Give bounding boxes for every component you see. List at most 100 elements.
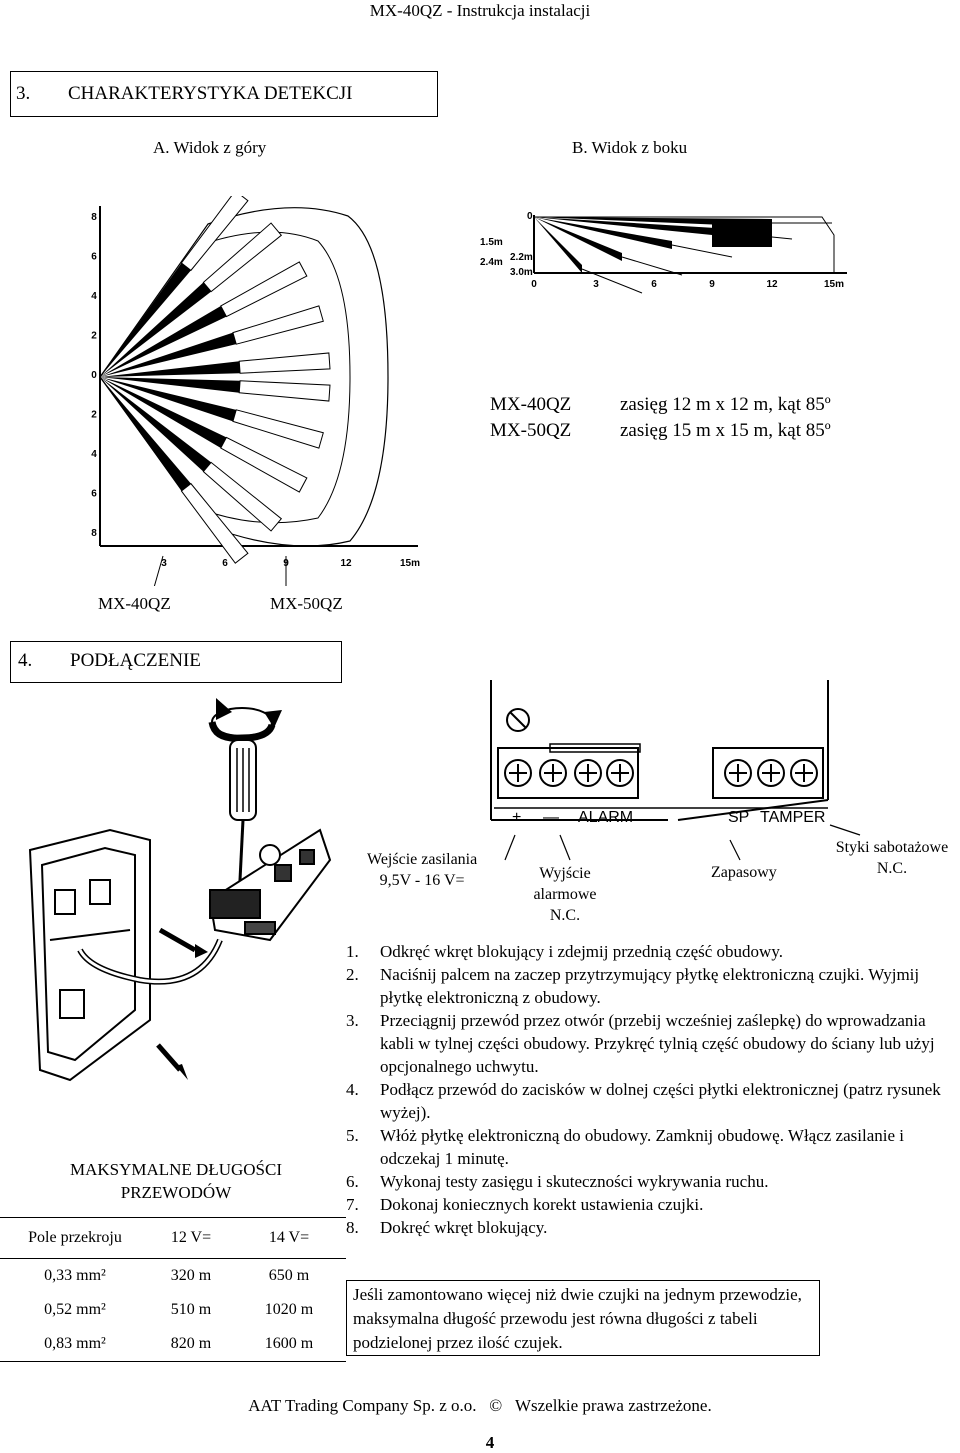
copyright-icon: © <box>489 1396 503 1415</box>
table-cell: 1020 m <box>264 1301 314 1318</box>
table-row: 0,52 mm² 510 m 1020 m <box>0 1293 346 1327</box>
side-view-envelope <box>534 216 835 273</box>
detection-beam <box>100 377 237 422</box>
terminal-label: + <box>512 809 521 826</box>
step-number: 4. <box>346 1080 359 1099</box>
terminal-label: SP <box>728 809 749 826</box>
table-cell: 320 m <box>170 1267 212 1284</box>
x-tick-label: 15m <box>400 558 420 569</box>
x-tick-label: 6 <box>222 558 228 569</box>
detection-beam <box>100 305 227 377</box>
step-number: 6. <box>346 1172 359 1191</box>
power-input-line: 9,5V - 16 V= <box>379 872 465 889</box>
table-row: 0,33 mm² 320 m 650 m <box>0 1259 346 1294</box>
terminal-screw-icon <box>574 759 602 787</box>
side-beam-range <box>621 256 683 276</box>
footer-company: AAT Trading Company Sp. z o.o. <box>248 1396 477 1415</box>
section-4-number: 4. <box>18 650 33 671</box>
detection-beam-range <box>220 436 308 493</box>
wire-length-table: Pole przekroju 12 V= 14 V= 0,33 mm² 320 … <box>0 1217 346 1362</box>
terminal-screw-icon <box>757 759 785 787</box>
rotate-arrow-icon <box>208 698 282 742</box>
detection-beam-range <box>232 409 324 449</box>
section-3-number: 3. <box>16 83 31 104</box>
page-number: 4 <box>485 1433 495 1452</box>
side-y-label: 2.4m <box>480 257 503 268</box>
step-text: Naciśnij palcem na zaczep przytrzymujący… <box>380 965 920 1007</box>
y-tick-label: 6 <box>91 252 97 263</box>
table-header-cell: Pole przekroju <box>0 1217 150 1259</box>
side-x-tick: 15m <box>824 279 844 290</box>
side-x-tick: 9 <box>709 279 715 290</box>
alarm-output-label: Wyjście alarmowe N.C. <box>525 863 605 926</box>
step-item: 7.Dokonaj koniecznych korekt ustawienia … <box>346 1193 956 1216</box>
step-text: Włóż płytkę elektroniczną do obudowy. Za… <box>380 1126 904 1168</box>
detection-beam-range <box>180 196 249 272</box>
footer-rights: Wszelkie prawa zastrzeżone. <box>514 1396 712 1415</box>
step-item: 3.Przeciągnij przewód przez otwór (przeb… <box>346 1009 956 1078</box>
screwdriver-icon <box>229 739 257 921</box>
pointer-mx40qz <box>153 555 164 586</box>
model-label-left: MX-40QZ <box>98 594 171 613</box>
side-x-tick: 0 <box>531 279 537 290</box>
side-beam <box>534 217 622 261</box>
wire-table-title-line: PRZEWODÓW <box>120 1183 232 1202</box>
section-4-title: PODŁĄCZENIE <box>70 650 201 671</box>
alarm-output-line: N.C. <box>549 907 581 924</box>
side-x-tick: 6 <box>651 279 657 290</box>
spec-model: MX-40QZ <box>490 394 572 415</box>
top-view-frame <box>99 206 418 547</box>
side-beam <box>534 217 732 237</box>
x-tick-label: 3 <box>161 558 167 569</box>
detection-beam-range <box>220 261 308 318</box>
installation-steps: 1.Odkręć wkręt blokujący i zdejmij przed… <box>346 940 956 1239</box>
table-cell: 0,33 mm² <box>44 1267 106 1284</box>
power-input-line: Wejście zasilania <box>367 851 478 868</box>
terminal-leader-lines <box>504 824 861 861</box>
detection-beam-range <box>202 461 283 532</box>
side-x-tick: 3 <box>593 279 599 290</box>
terminal-block-diagram: + — ALARM SP TAMPER <box>490 680 829 826</box>
screw-icon <box>158 927 208 958</box>
power-input-label: Wejście zasilania 9,5V - 16 V= <box>367 849 477 891</box>
y-tick-label: 0 <box>91 370 97 381</box>
table-cell: 820 m <box>150 1327 232 1362</box>
detection-beam-range <box>202 222 283 293</box>
detection-beam <box>100 262 191 377</box>
table-cell: 0,83 mm² <box>0 1327 150 1362</box>
section-3-heading: 3. CHARAKTERYSTYKA DETEKCJI <box>10 71 438 117</box>
note-box: Jeśli zamontowano więcej niż dwie czujki… <box>346 1280 820 1356</box>
table-header-cell: 14 V= <box>232 1217 346 1259</box>
spare-label: Zapasowy <box>711 864 777 881</box>
detector-illustration <box>28 698 332 1082</box>
step-number: 8. <box>346 1218 359 1237</box>
alarm-output-line: alarmowe <box>533 886 597 903</box>
coverage-outline-outer <box>99 207 389 547</box>
detection-beam-range <box>232 305 324 345</box>
detection-beam <box>100 377 212 472</box>
step-item: 1.Odkręć wkręt blokujący i zdejmij przed… <box>346 940 956 963</box>
side-beam <box>534 217 672 249</box>
table-cell: 1600 m <box>232 1327 346 1362</box>
step-item: 5.Włóż płytkę elektroniczną do obudowy. … <box>346 1124 956 1170</box>
wire-table-title-line: MAKSYMALNE DŁUGOŚCI <box>69 1160 283 1179</box>
detection-beam <box>100 361 241 377</box>
alarm-output-line: Wyjście <box>539 865 591 882</box>
section-3-title: CHARAKTERYSTYKA DETEKCJI <box>68 83 353 104</box>
detection-beam <box>100 377 191 492</box>
y-tick-label: 4 <box>91 449 97 460</box>
y-tick-label: 4 <box>91 291 97 302</box>
detection-beam-range <box>238 380 331 402</box>
terminal-label: ALARM <box>578 809 633 826</box>
detector-housing <box>28 828 151 1082</box>
x-tick-label: 12 <box>340 558 352 569</box>
spec-desc: zasięg 15 m x 15 m, kąt 85º <box>620 420 831 441</box>
y-tick-label: 6 <box>91 489 97 500</box>
detection-beam-range <box>180 482 249 564</box>
table-cell: 510 m <box>170 1301 212 1318</box>
screw-icon <box>156 1043 188 1080</box>
